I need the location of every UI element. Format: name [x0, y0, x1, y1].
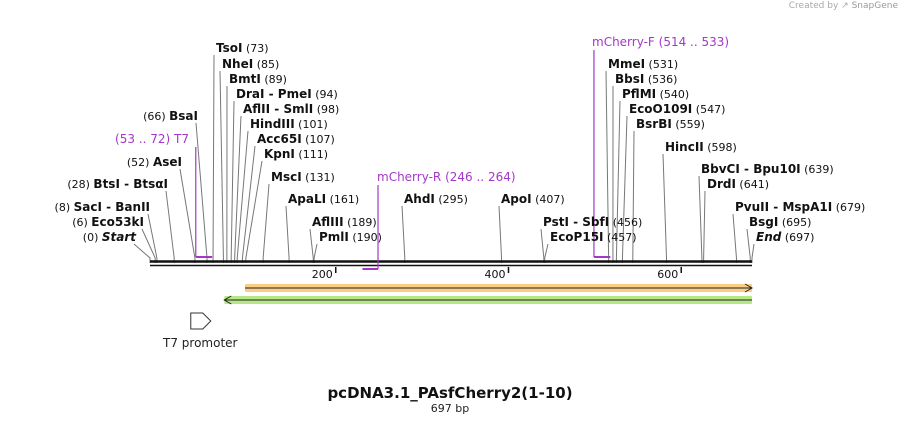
- site-label: AhdI (295): [404, 192, 468, 206]
- sequence-ruler: 200 400 600: [150, 260, 752, 281]
- site-label: BsrBI (559): [636, 117, 705, 131]
- site-label: EcoP15I (457): [550, 230, 637, 244]
- site-leader-line: [703, 190, 706, 263]
- site-leader-line: [285, 205, 290, 263]
- site-label: AflIII (189): [312, 215, 377, 229]
- site-label: ApaLI (161): [288, 192, 359, 206]
- site-leader-line: [751, 243, 755, 263]
- site-leader-line: [732, 213, 737, 263]
- site-label: NheI (85): [222, 57, 279, 71]
- site-leader-line: [241, 145, 256, 263]
- credit-prefix: Created by: [788, 1, 839, 11]
- primer-label: mCherry-F (514 .. 533): [592, 35, 729, 49]
- site-label: (28) BtsI - BtsαI: [67, 177, 168, 191]
- site-labels: TsoI (73) NheI (85)BmtI (89)DraI - PmeI (…: [55, 35, 866, 244]
- site-label: TsoI (73): [216, 41, 269, 55]
- site-leader-line: [133, 243, 151, 263]
- site-label: (6) Eco53kI: [72, 215, 144, 229]
- site-label: BbsI (536): [615, 72, 677, 86]
- site-label: DrdI (641): [707, 177, 769, 191]
- site-leader-line: [662, 153, 667, 263]
- site-label: EcoO109I (547): [629, 102, 725, 116]
- site-leader-line: [165, 190, 175, 263]
- site-label: BmtI (89): [229, 72, 287, 86]
- site-label: PflMI (540): [622, 87, 689, 101]
- site-label: HincII (598): [665, 140, 737, 154]
- site-label: ApoI (407): [501, 192, 565, 206]
- site-label: MmeI (531): [608, 57, 678, 71]
- site-label: Acc65I (107): [257, 132, 335, 146]
- site-label: PstI - SbfI (456): [543, 215, 642, 229]
- site-leader-line: [245, 160, 263, 263]
- feature-layer: T7 promoter: [162, 283, 754, 350]
- site-leader-line: [540, 228, 545, 263]
- site-label: AflII - SmlI (98): [243, 102, 339, 116]
- site-leader-line: [147, 213, 158, 263]
- site-leader-line: [234, 115, 242, 263]
- direction-arrow-icon: [744, 283, 754, 293]
- site-leader-line: [236, 130, 249, 263]
- site-label: (52) AseI: [127, 155, 182, 169]
- site-label: PmlI (190): [319, 230, 382, 244]
- credit-brand: SnapGene: [851, 1, 898, 11]
- site-leader-line: [746, 228, 751, 263]
- site-leader-lines: [133, 54, 755, 263]
- snapgene-logo-icon: ↗: [841, 1, 849, 11]
- site-leader-line: [212, 54, 215, 263]
- direction-arrow-icon: [223, 295, 232, 305]
- site-leader-line: [401, 205, 406, 263]
- ruler-tick-label: 400: [484, 268, 505, 281]
- site-label: BsgI (695): [749, 215, 811, 229]
- site-leader-line: [309, 228, 314, 263]
- feature-label: T7 promoter: [162, 336, 238, 350]
- promoter-arrow-icon: [190, 312, 212, 330]
- site-leader-line: [262, 183, 270, 263]
- site-label: (0) Start: [83, 230, 137, 244]
- site-leader-line: [313, 243, 318, 263]
- site-label: (66) BsaI: [143, 109, 198, 123]
- site-leader-line: [141, 228, 156, 263]
- site-leader-line: [544, 243, 549, 263]
- site-leader-line: [179, 168, 196, 263]
- site-leader-line: [230, 100, 235, 263]
- ruler-tick-label: 600: [657, 268, 678, 281]
- site-leader-line: [498, 205, 503, 263]
- site-leader-line: [698, 175, 703, 263]
- site-label: DraI - PmeI (94): [236, 87, 338, 101]
- site-label: MscI (131): [271, 170, 335, 184]
- map-title: pcDNA3.1_PAsfCherry2(1-10): [327, 384, 572, 402]
- site-label: PvuII - MspA1I (679): [735, 200, 865, 214]
- primer-label: mCherry-R (246 .. 264): [377, 170, 516, 184]
- site-leader-line: [219, 70, 224, 263]
- map-length: 697 bp: [431, 402, 469, 415]
- site-label: HindIII (101): [250, 117, 328, 131]
- site-label: KpnI (111): [264, 147, 328, 161]
- primer-layer: [195, 50, 611, 270]
- ruler-tick-label: 200: [312, 268, 333, 281]
- snapgene-credit: Created by ↗ SnapGene: [789, 1, 898, 11]
- site-label: End (697): [756, 230, 814, 244]
- site-label: BbvCI - Bpu10I (639): [701, 162, 834, 176]
- site-leader-line: [195, 122, 208, 263]
- primer-label: (53 .. 72) T7: [115, 132, 189, 146]
- site-label: (8) SacI - BanII: [55, 200, 150, 214]
